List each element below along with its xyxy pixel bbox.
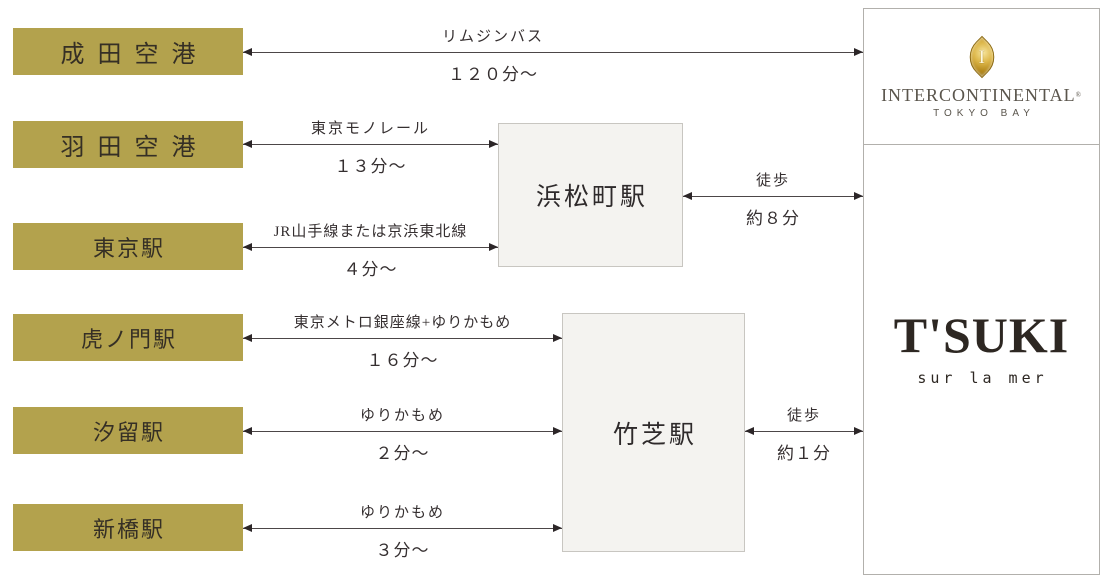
double-arrow-icon <box>243 334 562 342</box>
route-line-name: リムジンバス <box>441 29 544 45</box>
route-narita-to-hotel: リムジンバス １２０分〜 <box>243 20 863 84</box>
origin-label: 虎ノ門駅 <box>80 326 177 352</box>
route-duration: 約８分 <box>746 209 800 228</box>
route-takeshiba-walk-to-hotel: 徒歩 約１分 <box>745 399 863 463</box>
double-arrow-icon <box>243 524 562 532</box>
route-tokyo-to-hamamatsucho: JR山手線または京浜東北線 ４分〜 <box>243 215 498 279</box>
origin-label: 成田空港 <box>60 42 209 68</box>
route-line-name: ゆりかもめ <box>359 408 445 424</box>
transfer-box-takeshiba-station: 竹芝駅 <box>562 313 745 552</box>
double-arrow-icon <box>243 427 562 435</box>
hotel-panel: I INTERCONTINENTAL® TOKYO BAY T'SUKI sur… <box>863 8 1100 575</box>
intercontinental-wordmark: INTERCONTINENTAL® <box>881 84 1082 105</box>
origin-label: 新橋駅 <box>92 516 165 542</box>
route-hamamatsucho-walk-to-hotel: 徒歩 約８分 <box>683 164 863 228</box>
double-arrow-icon <box>683 192 863 200</box>
origin-box-haneda-airport: 羽田空港 <box>13 121 243 168</box>
double-arrow-icon <box>243 48 863 56</box>
origin-box-narita-airport: 成田空港 <box>13 28 243 75</box>
intercontinental-logo: I INTERCONTINENTAL® TOKYO BAY <box>864 9 1099 145</box>
route-shimbashi-to-takeshiba: ゆりかもめ ３分〜 <box>243 496 562 560</box>
route-duration: ４分〜 <box>343 260 398 279</box>
trademark-symbol: ® <box>1075 90 1082 99</box>
route-toranomon-to-takeshiba: 東京メトロ銀座線+ゆりかもめ １６分〜 <box>243 306 562 370</box>
transfer-label: 竹芝駅 <box>612 421 697 449</box>
intercontinental-monogram-icon: I <box>960 34 1004 80</box>
origin-box-toranomon-station: 虎ノ門駅 <box>13 314 243 361</box>
route-duration: ３分〜 <box>375 541 430 560</box>
route-line-name: 徒歩 <box>755 173 790 189</box>
route-line-name: 徒歩 <box>786 408 821 424</box>
origin-box-shimbashi-station: 新橋駅 <box>13 504 243 551</box>
route-line-name: JR山手線または京浜東北線 <box>273 224 468 240</box>
double-arrow-icon <box>243 243 498 251</box>
route-duration: １２０分〜 <box>448 65 538 84</box>
route-duration: １６分〜 <box>366 351 439 370</box>
route-duration: １３分〜 <box>334 157 407 176</box>
origin-label: 汐留駅 <box>92 419 165 445</box>
route-duration: 約１分 <box>777 444 831 463</box>
origin-label: 羽田空港 <box>60 135 209 161</box>
route-duration: ２分〜 <box>375 444 430 463</box>
tsuki-logo: T'SUKI sur la mer <box>864 145 1099 574</box>
transfer-label: 浜松町駅 <box>535 184 648 211</box>
route-haneda-to-hamamatsucho: 東京モノレール １３分〜 <box>243 112 498 176</box>
transfer-box-hamamatsucho-station: 浜松町駅 <box>498 123 683 267</box>
route-line-name: 東京モノレール <box>310 121 430 137</box>
tsuki-wordmark: T'SUKI <box>893 307 1070 363</box>
origin-box-tokyo-station: 東京駅 <box>13 223 243 270</box>
double-arrow-icon <box>745 427 863 435</box>
route-line-name: ゆりかもめ <box>359 505 445 521</box>
route-line-name: 東京メトロ銀座線+ゆりかもめ <box>293 315 512 331</box>
route-shiodome-to-takeshiba: ゆりかもめ ２分〜 <box>243 399 562 463</box>
intercontinental-location: TOKYO BAY <box>933 108 1035 120</box>
monogram-letter: I <box>978 46 985 68</box>
origin-box-shiodome-station: 汐留駅 <box>13 407 243 454</box>
double-arrow-icon <box>243 140 498 148</box>
tsuki-tagline: sur la mer <box>917 369 1048 387</box>
origin-label: 東京駅 <box>92 235 165 261</box>
